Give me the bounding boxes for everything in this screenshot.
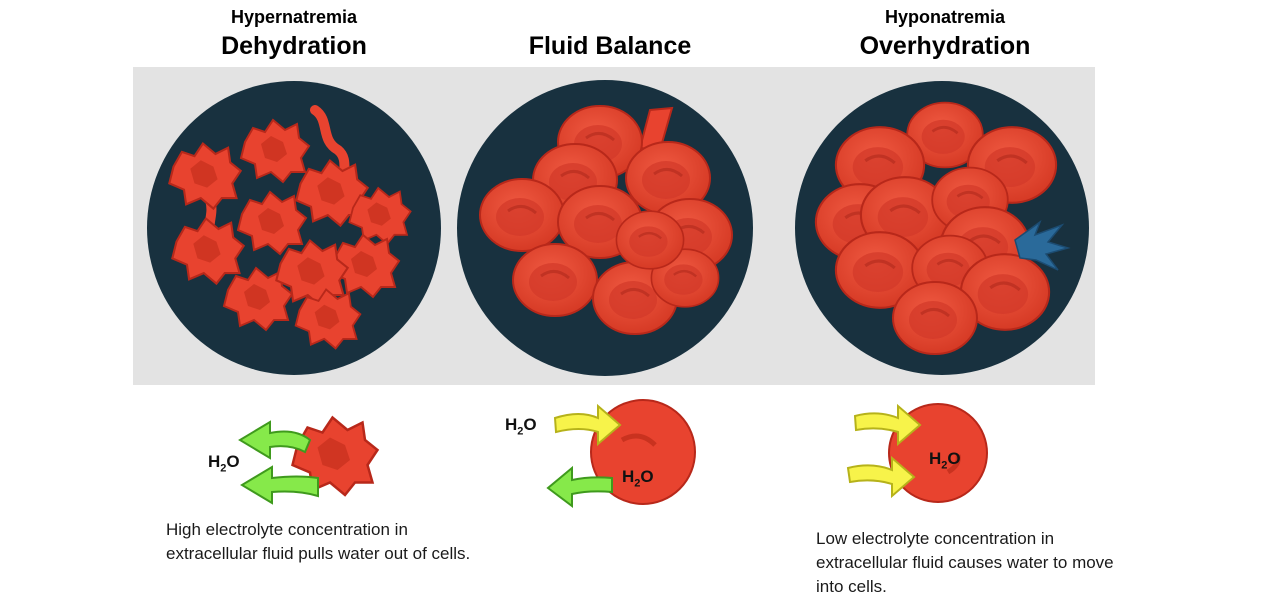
balanced-cell-illustration bbox=[548, 400, 695, 506]
h2o-label-overhydration: H2O bbox=[929, 449, 961, 471]
overhydration-circle bbox=[795, 81, 1089, 375]
fluid-balance-circle bbox=[457, 80, 753, 376]
dehydration-caption: High electrolyte concentration in extrac… bbox=[166, 518, 484, 566]
dehydration-circle bbox=[147, 81, 441, 375]
overhydration-caption: Low electrolyte concentration in extrace… bbox=[816, 527, 1116, 599]
h2o-label-balance-out: H2O bbox=[622, 467, 654, 489]
swelling-cell-illustration bbox=[848, 404, 987, 502]
h2o-label-dehydration: H2O bbox=[208, 452, 240, 474]
shrinking-cell-illustration bbox=[240, 418, 378, 504]
h2o-label-balance-in: H2O bbox=[505, 415, 537, 437]
